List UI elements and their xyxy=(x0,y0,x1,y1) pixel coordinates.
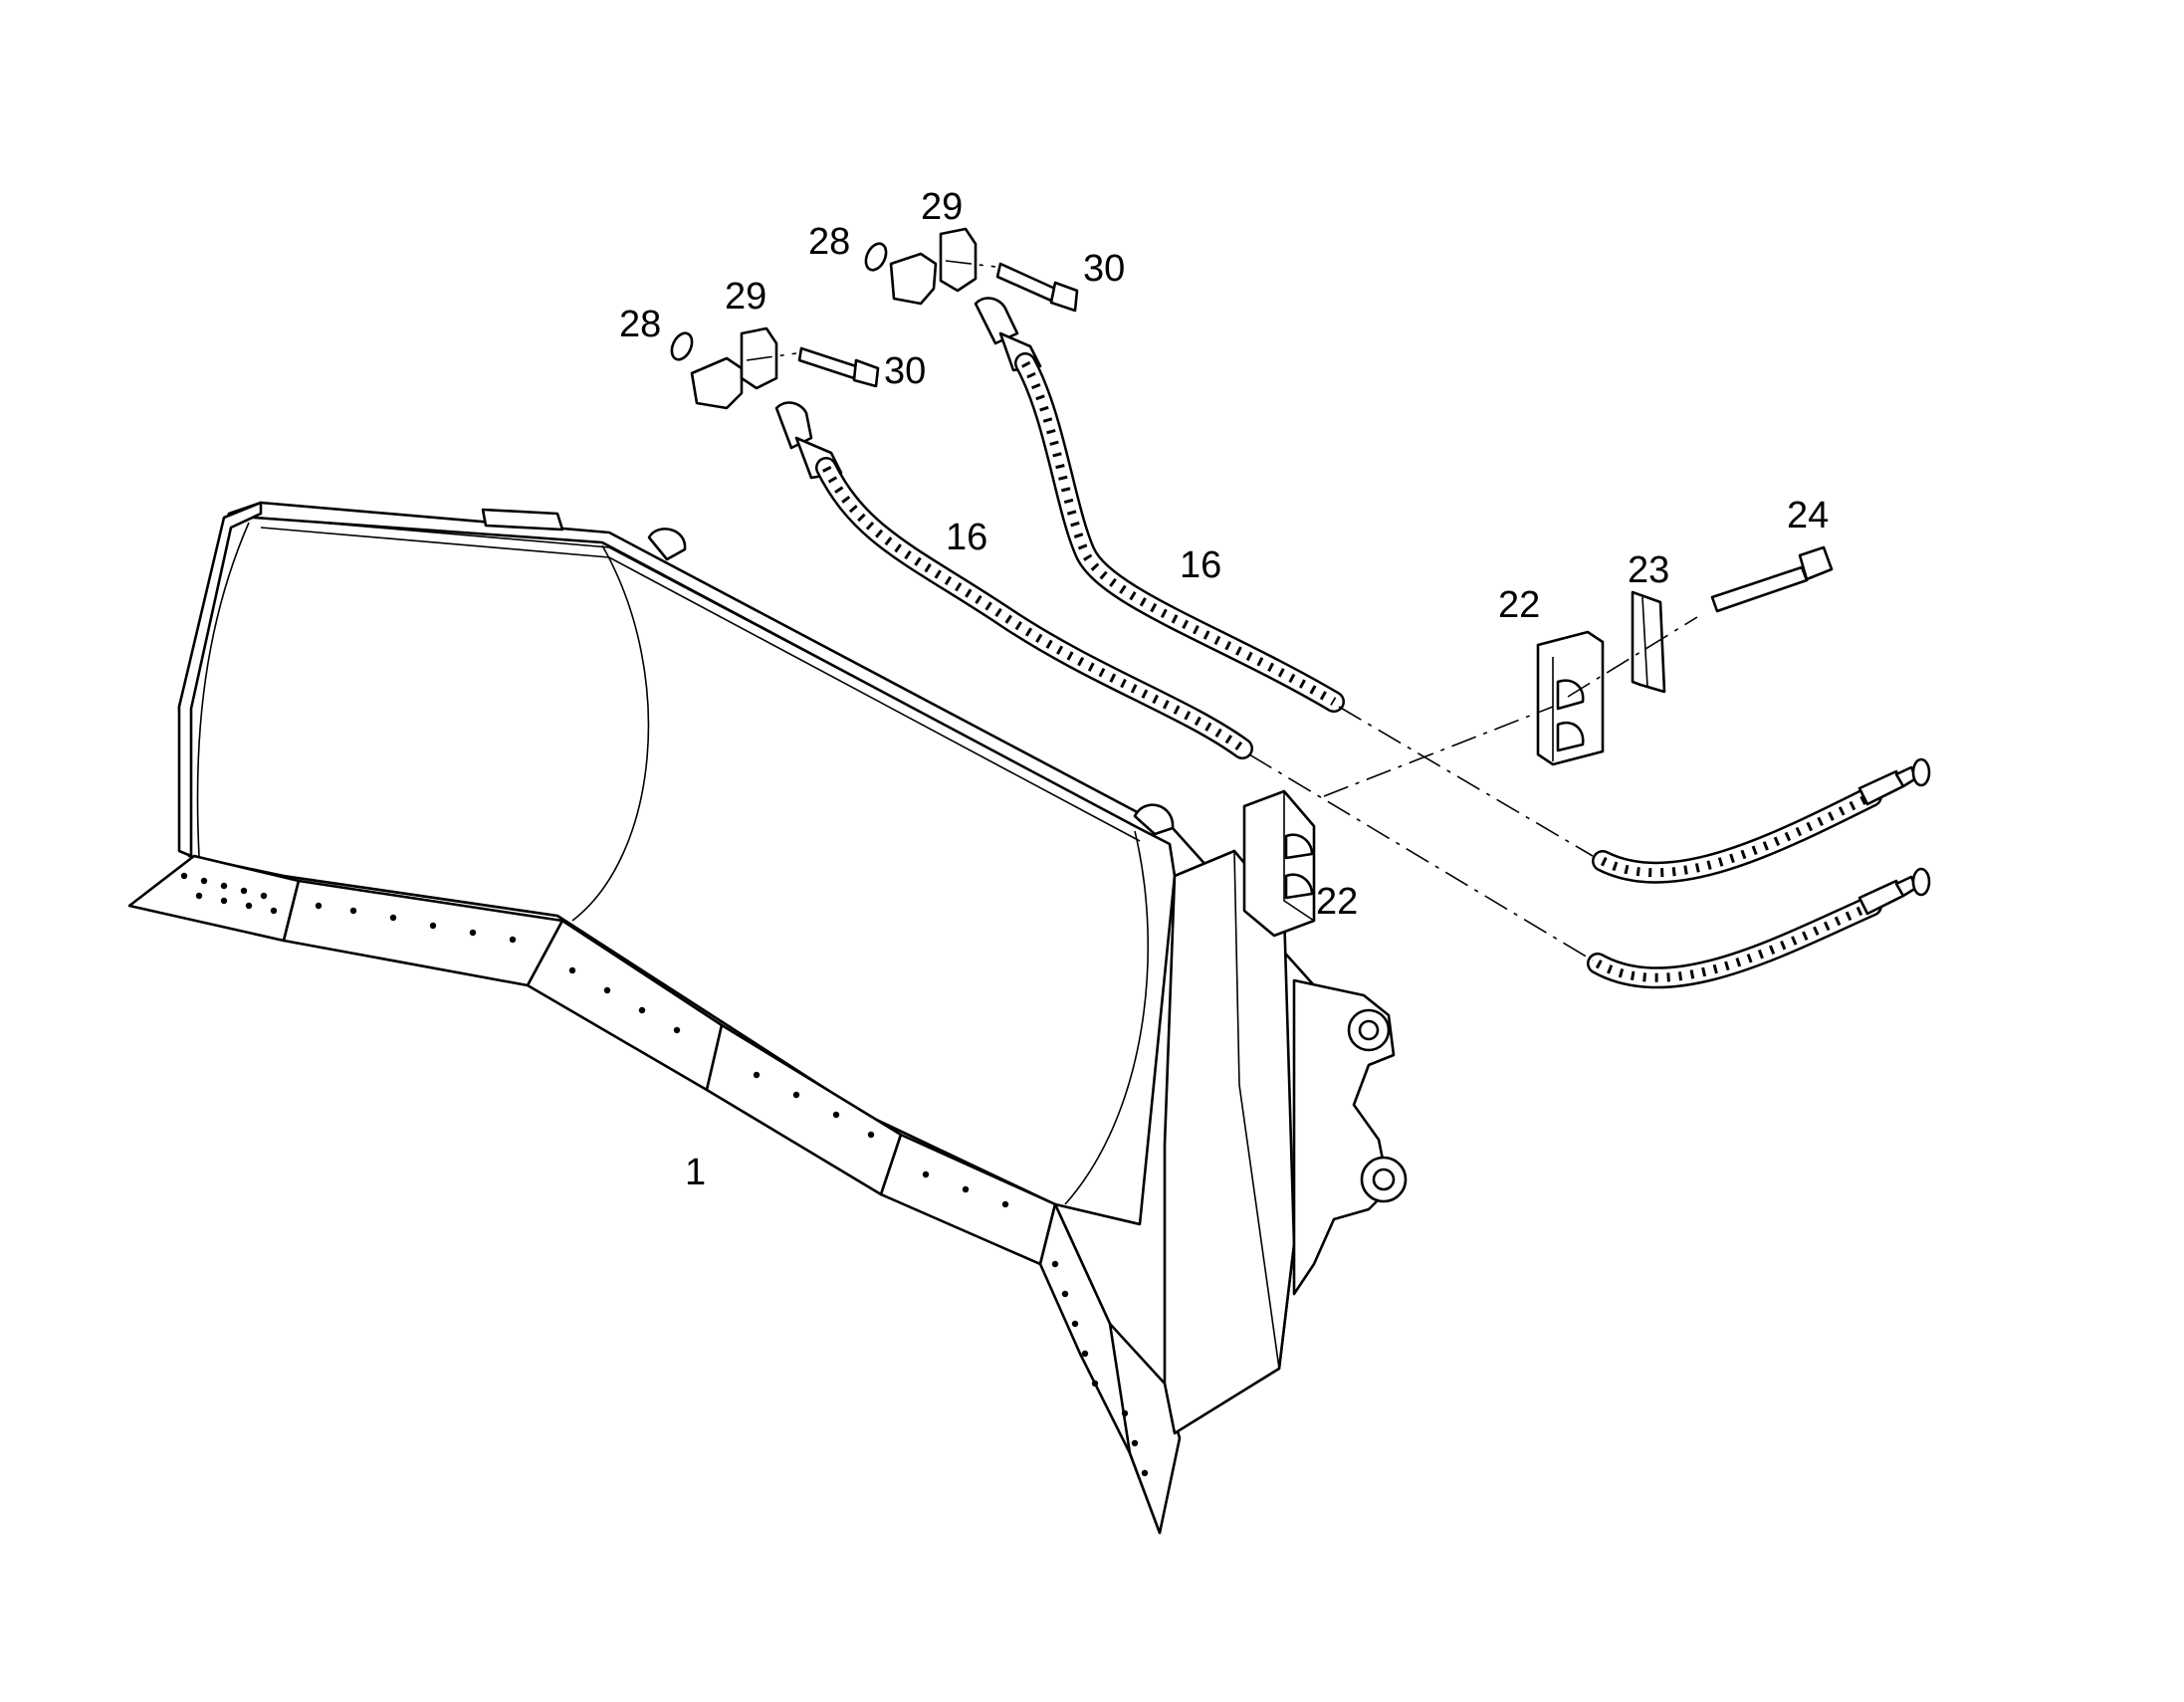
callout-22-lower: 22 xyxy=(1316,881,1358,923)
dozer-blade xyxy=(127,501,1408,1535)
left-hose-assembly xyxy=(670,326,1253,759)
callout-28-right: 28 xyxy=(808,221,850,263)
oring-right xyxy=(864,242,888,272)
callout-30-left: 30 xyxy=(884,350,926,392)
bolt-right xyxy=(995,262,1057,303)
flange-left-lower xyxy=(690,356,744,410)
clamp-assembly xyxy=(1242,545,1834,938)
callout-28-left: 28 xyxy=(619,304,661,345)
callout-29-right: 29 xyxy=(921,186,963,228)
bolt-left xyxy=(797,346,858,380)
lower-hose-ends xyxy=(1587,757,1931,989)
callout-22-upper: 22 xyxy=(1498,584,1540,626)
right-hose-assembly xyxy=(864,227,1345,713)
callout-labels: 1 16 16 22 22 23 24 28 28 29 29 30 30 xyxy=(619,186,1829,1193)
flange-right-upper xyxy=(939,227,978,293)
oring-left xyxy=(670,331,694,361)
callout-16-left: 16 xyxy=(946,517,987,558)
bolt-long xyxy=(1710,565,1809,613)
callout-24: 24 xyxy=(1787,495,1829,536)
flange-right-lower xyxy=(889,252,938,306)
callout-1: 1 xyxy=(685,1152,706,1193)
cutting-edge-bolt-holes xyxy=(180,872,1149,1477)
callout-30-right: 30 xyxy=(1083,248,1125,290)
callout-29-left: 29 xyxy=(725,276,766,318)
callout-16-right: 16 xyxy=(1180,544,1221,586)
plate xyxy=(1631,590,1666,694)
callout-23: 23 xyxy=(1628,549,1669,591)
assembly-guide-lines xyxy=(746,260,1698,961)
